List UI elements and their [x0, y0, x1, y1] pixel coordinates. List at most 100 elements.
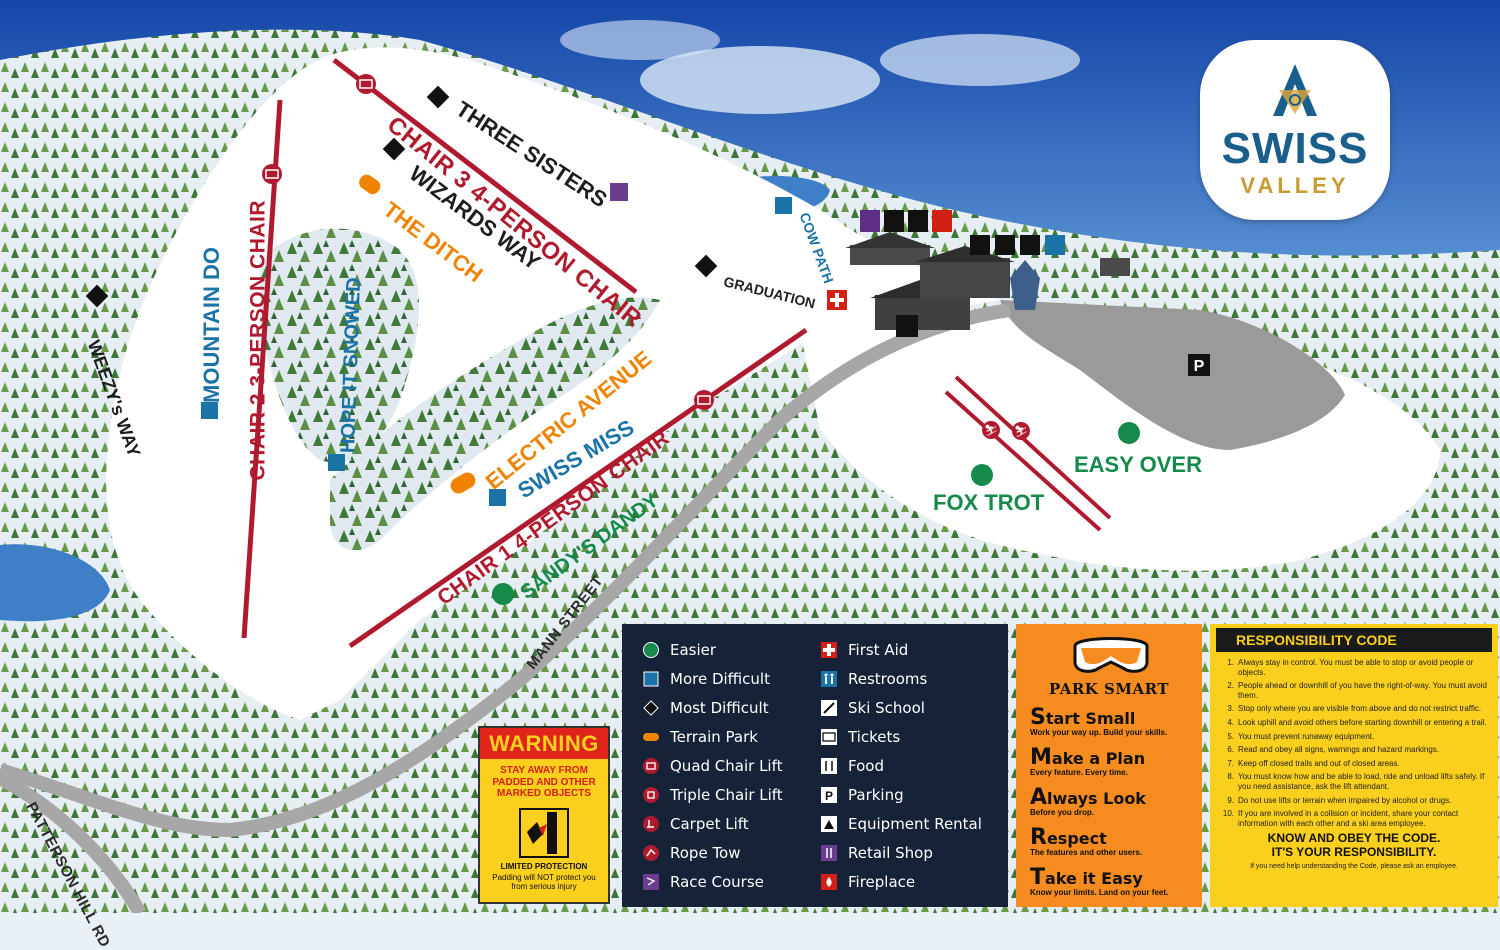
- responsibility-code-text: If you are involved in a collision or in…: [1238, 809, 1459, 828]
- svg-text:⛷: ⛷: [1014, 425, 1028, 438]
- carpet-lift-icon: ⛷: [1012, 422, 1030, 440]
- legend-label: Easier: [670, 640, 717, 659]
- ski-school-icon: [908, 210, 928, 232]
- retail-shop-icon: [860, 210, 880, 232]
- legend-item: Retail Shop: [820, 838, 982, 867]
- park-smart-rule-initial: R: [1030, 824, 1047, 850]
- carpet-lift-icon: [642, 815, 660, 833]
- responsibility-code-panel: RESPONSIBILITY CODE 1.Always stay in con…: [1210, 624, 1498, 907]
- responsibility-code-text: Read and obey all signs, warnings and ha…: [1238, 745, 1440, 755]
- responsibility-footer-2: IT'S YOUR RESPONSIBILITY.: [1271, 844, 1437, 859]
- legend-label: Triple Chair Lift: [670, 785, 783, 804]
- green-circle-icon: [642, 641, 660, 659]
- lift-label-chair-2: CHAIR 2 3-PERSON CHAIR: [246, 199, 270, 481]
- race-course-icon: [610, 183, 628, 201]
- logo-word-valley: VALLEY: [1240, 173, 1350, 198]
- green-circle-icon: [492, 583, 514, 605]
- parking-icon: P: [820, 786, 838, 804]
- responsibility-code-text: People ahead or downhill of you have the…: [1238, 681, 1487, 700]
- park-smart-rule-sub: Every feature. Every time.: [1030, 767, 1128, 777]
- park-smart-rule-rest: ake it Easy: [1045, 868, 1143, 888]
- responsibility-code-number: 1.: [1227, 658, 1234, 667]
- legend-item: Race Course: [642, 867, 783, 896]
- warning-title: WARNING: [480, 728, 608, 759]
- responsibility-code-item: 3.Stop only where you are visible from a…: [1220, 704, 1492, 714]
- warning-body-2: from serious injury: [511, 881, 577, 891]
- park-smart-rule-rest: espect: [1046, 828, 1107, 848]
- logo-mountain-icon: [1273, 64, 1317, 116]
- food-icon: [1020, 235, 1040, 255]
- black-diamond-icon: [426, 85, 450, 109]
- legend-label: More Difficult: [670, 669, 770, 688]
- responsibility-code-number: 8.: [1227, 772, 1234, 782]
- ski-school-icon: [820, 699, 838, 717]
- responsibility-code-item: 1. Always stay in control. You must be ab…: [1220, 658, 1492, 677]
- park-smart-rule-initial: T: [1030, 864, 1046, 890]
- responsibility-code-number: 4.: [1227, 717, 1234, 727]
- svg-text:P: P: [825, 789, 833, 803]
- responsibility-code-number: 2.: [1227, 681, 1234, 691]
- responsibility-code-item: 7.Keep off closed trails and out of clos…: [1220, 759, 1492, 769]
- parking-lot: [1000, 300, 1345, 450]
- tree-island: [260, 228, 419, 463]
- orange-pill-icon: [359, 174, 381, 195]
- responsibility-code-number: 7.: [1227, 758, 1234, 768]
- legend-label: Retail Shop: [848, 843, 933, 862]
- park-smart-rule-initial: A: [1030, 784, 1048, 810]
- lodge-buildings: [845, 232, 1130, 330]
- legend-label: Restrooms: [848, 669, 928, 688]
- legend-label: Equipment Rental: [848, 814, 982, 833]
- warning-limited-protection: LIMITED PROTECTION: [500, 861, 588, 871]
- chair-3-lift-line: [332, 58, 638, 294]
- legend-item: P Parking: [820, 780, 982, 809]
- responsibility-code-text: Look uphill and avoid others before star…: [1238, 717, 1487, 727]
- orange-pill-icon: [450, 472, 476, 494]
- responsibility-footer-3: If you need help understanding the Code,…: [1250, 862, 1458, 870]
- tickets-icon: [820, 728, 838, 746]
- legend-label: Parking: [848, 785, 904, 804]
- legend-label: Most Difficult: [670, 698, 769, 717]
- triple-chair-icon: [262, 164, 282, 184]
- legend-item: More Difficult: [642, 664, 783, 693]
- legend-item: Easier: [642, 635, 783, 664]
- equipment-rental-icon: [820, 815, 838, 833]
- collision-hazard-icon: [519, 807, 569, 858]
- parking-icon: P: [1188, 354, 1210, 376]
- legend-label: Rope Tow: [670, 843, 741, 862]
- legend-item: Ski School: [820, 693, 982, 722]
- responsibility-code-item: 9.Do not use lifts or terrain when impai…: [1220, 796, 1492, 806]
- quad-chair-icon: [694, 390, 714, 410]
- svg-text:⛷: ⛷: [984, 424, 998, 437]
- legend-label: Quad Chair Lift: [670, 756, 783, 775]
- blue-square-icon: [642, 670, 660, 688]
- park-smart-rule-title: Start Small: [1030, 706, 1202, 729]
- legend-item: Rope Tow: [642, 838, 783, 867]
- park-smart-rule-sub: The features and other users.: [1030, 847, 1143, 857]
- responsibility-code-number: 5.: [1227, 731, 1234, 741]
- rope-tow-icon: [642, 844, 660, 862]
- warning-sign: WARNING STAY AWAY FROM PADDED AND OTHER …: [478, 726, 610, 904]
- blue-square-icon: [489, 489, 506, 506]
- park-smart-rule-initial: S: [1030, 705, 1046, 730]
- park-smart-rule-rest: lways Look: [1047, 788, 1146, 808]
- park-smart-rule-initial: M: [1030, 744, 1052, 770]
- tickets-icon: [970, 235, 990, 255]
- parking-letter: P: [1194, 358, 1205, 375]
- carpet-lift-line-2: [944, 390, 1102, 532]
- ski-trail-map: ⛷ ⛷ P: [0, 0, 1500, 913]
- swiss-valley-logo: SWISS VALLEY: [1200, 40, 1390, 220]
- run-label-easy-over: EASY OVER: [1074, 452, 1202, 477]
- legend-label: Fireplace: [848, 872, 916, 891]
- responsibility-code-item: 8.You must know how and be able to load,…: [1220, 772, 1492, 791]
- logo-word-swiss: SWISS: [1221, 124, 1369, 173]
- fireplace-icon: [820, 873, 838, 891]
- equipment-rental-icon: [896, 315, 918, 337]
- park-smart-rule-rest: tart Small: [1045, 709, 1136, 728]
- responsibility-code-text: Always stay in control. You must be able…: [1238, 658, 1474, 677]
